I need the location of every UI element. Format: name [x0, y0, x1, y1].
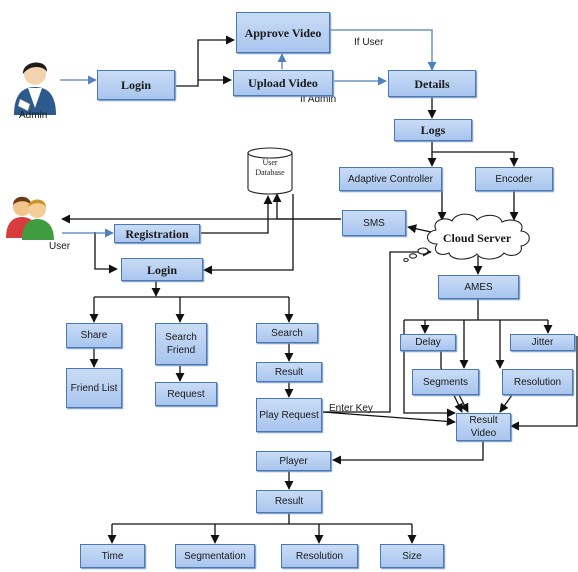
- sms-box: SMS: [342, 210, 406, 236]
- size-box: Size: [380, 544, 444, 568]
- friend-list-box: Friend List: [66, 368, 122, 408]
- edge-resolution-result: [499, 394, 513, 413]
- ames-box: AMES: [438, 275, 519, 299]
- cloud-server-label: Cloud Server: [442, 231, 512, 245]
- user-login-box: Login: [121, 258, 203, 281]
- edge-user-login: [94, 232, 118, 274]
- edge-logs-split: [431, 140, 514, 153]
- search-box: Search: [256, 323, 318, 343]
- edge-label-enter-key: Enter Key: [329, 403, 373, 414]
- edge-reg-db: [201, 195, 273, 234]
- cloud-server-shape: [403, 213, 530, 263]
- share-box: Share: [66, 323, 122, 348]
- admin-login-box: Login: [97, 70, 175, 100]
- edge-delay-result: [440, 351, 463, 413]
- edge-jitter-result: [510, 336, 578, 431]
- edge-play-resultvideo: [322, 411, 456, 426]
- segmentation-box: Segmentation: [175, 544, 255, 568]
- details-box: Details: [388, 70, 476, 97]
- logs-box: Logs: [394, 119, 472, 141]
- output-resolution-box: Resolution: [281, 544, 358, 568]
- encoder-box: Encoder: [475, 167, 553, 191]
- admin-avatar-icon: [14, 62, 56, 115]
- edge-sms-db: [272, 193, 341, 220]
- approve-video-box: Approve Video: [236, 12, 330, 53]
- edge-segments-result: [458, 394, 469, 413]
- edge-cloud-sms: [407, 224, 432, 234]
- user-database-label: User Database: [255, 158, 285, 177]
- delay-box: Delay: [400, 334, 456, 351]
- registration-box: Registration: [114, 224, 200, 243]
- segments-box: Segments: [412, 369, 479, 395]
- adaptive-controller-box: Adaptive Controller: [339, 167, 442, 191]
- result-video-box: Result Video: [456, 413, 511, 441]
- database-cylinder: [247, 147, 293, 195]
- admin-actor-label: Admin: [19, 110, 48, 121]
- time-box: Time: [80, 544, 145, 568]
- edge-label-if-user: If User: [354, 37, 384, 48]
- player-box: Player: [256, 451, 331, 471]
- edge-login-approve: [176, 35, 235, 87]
- result-bottom-box: Result: [256, 490, 322, 513]
- play-request-box: Play Request: [256, 398, 322, 432]
- edge-left-result: [403, 320, 456, 418]
- search-friend-box: Search Friend: [155, 323, 207, 365]
- upload-video-box: Upload Video: [233, 70, 333, 96]
- edge-label-if-admin: If Admin: [300, 94, 337, 105]
- result-box: Result: [256, 362, 322, 382]
- edge-db-login: [203, 194, 294, 275]
- edge-result-player: [332, 441, 484, 465]
- edge-play-cloud: [323, 247, 432, 413]
- user-group-avatar-icon: [6, 196, 54, 240]
- user-actor-label: User: [49, 241, 71, 252]
- request-box: Request: [155, 382, 217, 406]
- resolution-box: Resolution: [502, 369, 573, 395]
- edge-approve-details: [330, 29, 437, 71]
- jitter-box: Jitter: [510, 334, 575, 351]
